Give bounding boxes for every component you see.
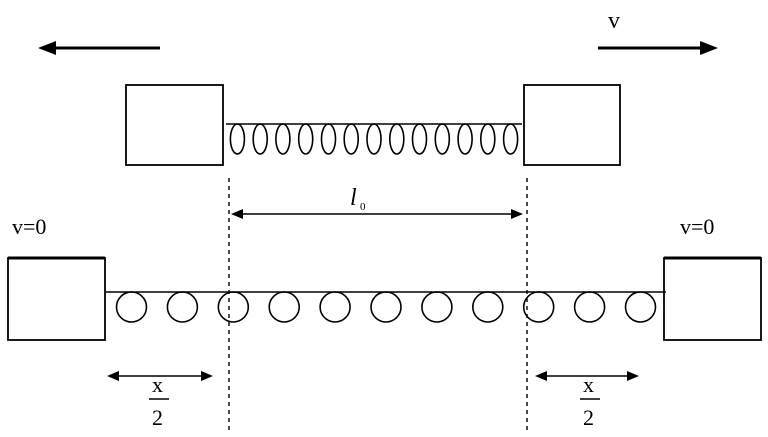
spring-coil xyxy=(388,123,405,155)
spring-coil xyxy=(522,291,555,323)
spring-coil xyxy=(434,123,451,155)
left-velocity-arrow xyxy=(38,41,160,55)
bottom-right-block xyxy=(663,257,762,341)
spring-coil xyxy=(297,123,314,155)
velocity-label-top: v xyxy=(608,8,620,34)
velocity-label-left: v=0 xyxy=(12,214,46,239)
spring-coil xyxy=(366,123,382,155)
spring-coil xyxy=(411,123,428,155)
spring-coil xyxy=(275,123,291,155)
velocity-label-right: v=0 xyxy=(680,214,714,239)
spring-coil xyxy=(217,291,250,323)
bottom-spring xyxy=(106,291,666,323)
spring-coil xyxy=(502,123,519,155)
bottom-left-block xyxy=(7,257,106,341)
spring-coil xyxy=(573,291,606,323)
left-extension-dimension: x 2 xyxy=(107,371,213,430)
right-extension-numerator: x xyxy=(583,372,594,397)
spring-coil xyxy=(320,123,337,155)
natural-length-label: l xyxy=(350,185,357,211)
top-left-block xyxy=(125,84,224,166)
spring-coil xyxy=(421,291,453,323)
left-extension-denominator: 2 xyxy=(152,405,163,430)
spring-coil xyxy=(166,291,199,323)
right-extension-dimension: x 2 xyxy=(535,371,639,430)
right-extension-denominator: 2 xyxy=(583,405,594,430)
spring-coil xyxy=(343,123,360,155)
top-scene: v xyxy=(38,8,718,166)
spring-coil xyxy=(479,123,496,155)
spring-coil xyxy=(319,291,351,323)
spring-coil xyxy=(252,123,269,155)
spring-coil xyxy=(229,123,246,155)
spring-coil xyxy=(370,291,402,323)
spring-coil xyxy=(457,123,473,155)
spring-coil xyxy=(268,291,301,323)
spring-coil xyxy=(115,291,148,323)
bottom-scene: v=0 v=0 xyxy=(7,214,762,341)
top-right-block xyxy=(523,84,621,166)
left-extension-numerator: x xyxy=(152,372,163,397)
natural-length-dimension: l 0 xyxy=(231,185,523,219)
right-velocity-arrow xyxy=(598,41,718,55)
top-spring xyxy=(226,123,522,155)
spring-coil xyxy=(471,291,504,323)
natural-length-subscript: 0 xyxy=(360,201,366,213)
spring-coil xyxy=(624,291,657,323)
